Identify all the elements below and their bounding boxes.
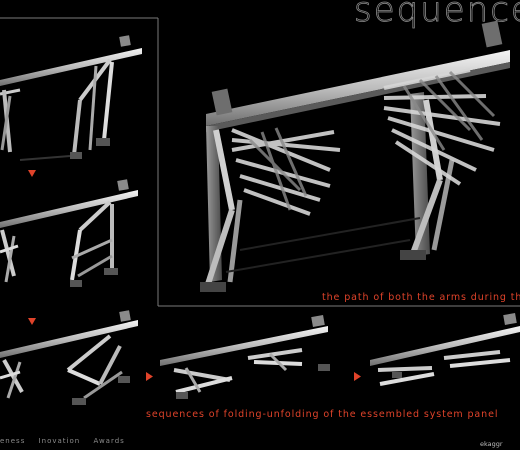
sequence-frame-1 — [0, 35, 142, 161]
nav-item-awards[interactable]: Awards — [93, 437, 125, 445]
page-title: sequence — [354, 0, 520, 30]
sequence-frame-2 — [0, 179, 138, 287]
nav-item-inovation[interactable]: Inovation — [38, 437, 81, 445]
nav-item-eness[interactable]: eness — [0, 437, 26, 445]
sequence-caption: sequences of folding-unfolding of the es… — [146, 409, 499, 420]
triangle-down-icon — [28, 170, 36, 177]
arm-path-caption: the path of both the arms during the — [322, 292, 520, 303]
brand-name: ekaggr — [480, 440, 503, 448]
sequence-frame-3 — [0, 310, 138, 405]
sequence-frame-4 — [160, 315, 330, 399]
footer-nav: eness Inovation Awards — [0, 437, 135, 445]
frame-lines — [0, 17, 520, 307]
triangle-down-icon — [28, 318, 36, 325]
triangle-right-icon — [354, 372, 361, 381]
triangle-right-icon — [146, 372, 153, 381]
sequence-frame-5 — [370, 313, 520, 386]
arm-path-illustration — [200, 20, 510, 292]
